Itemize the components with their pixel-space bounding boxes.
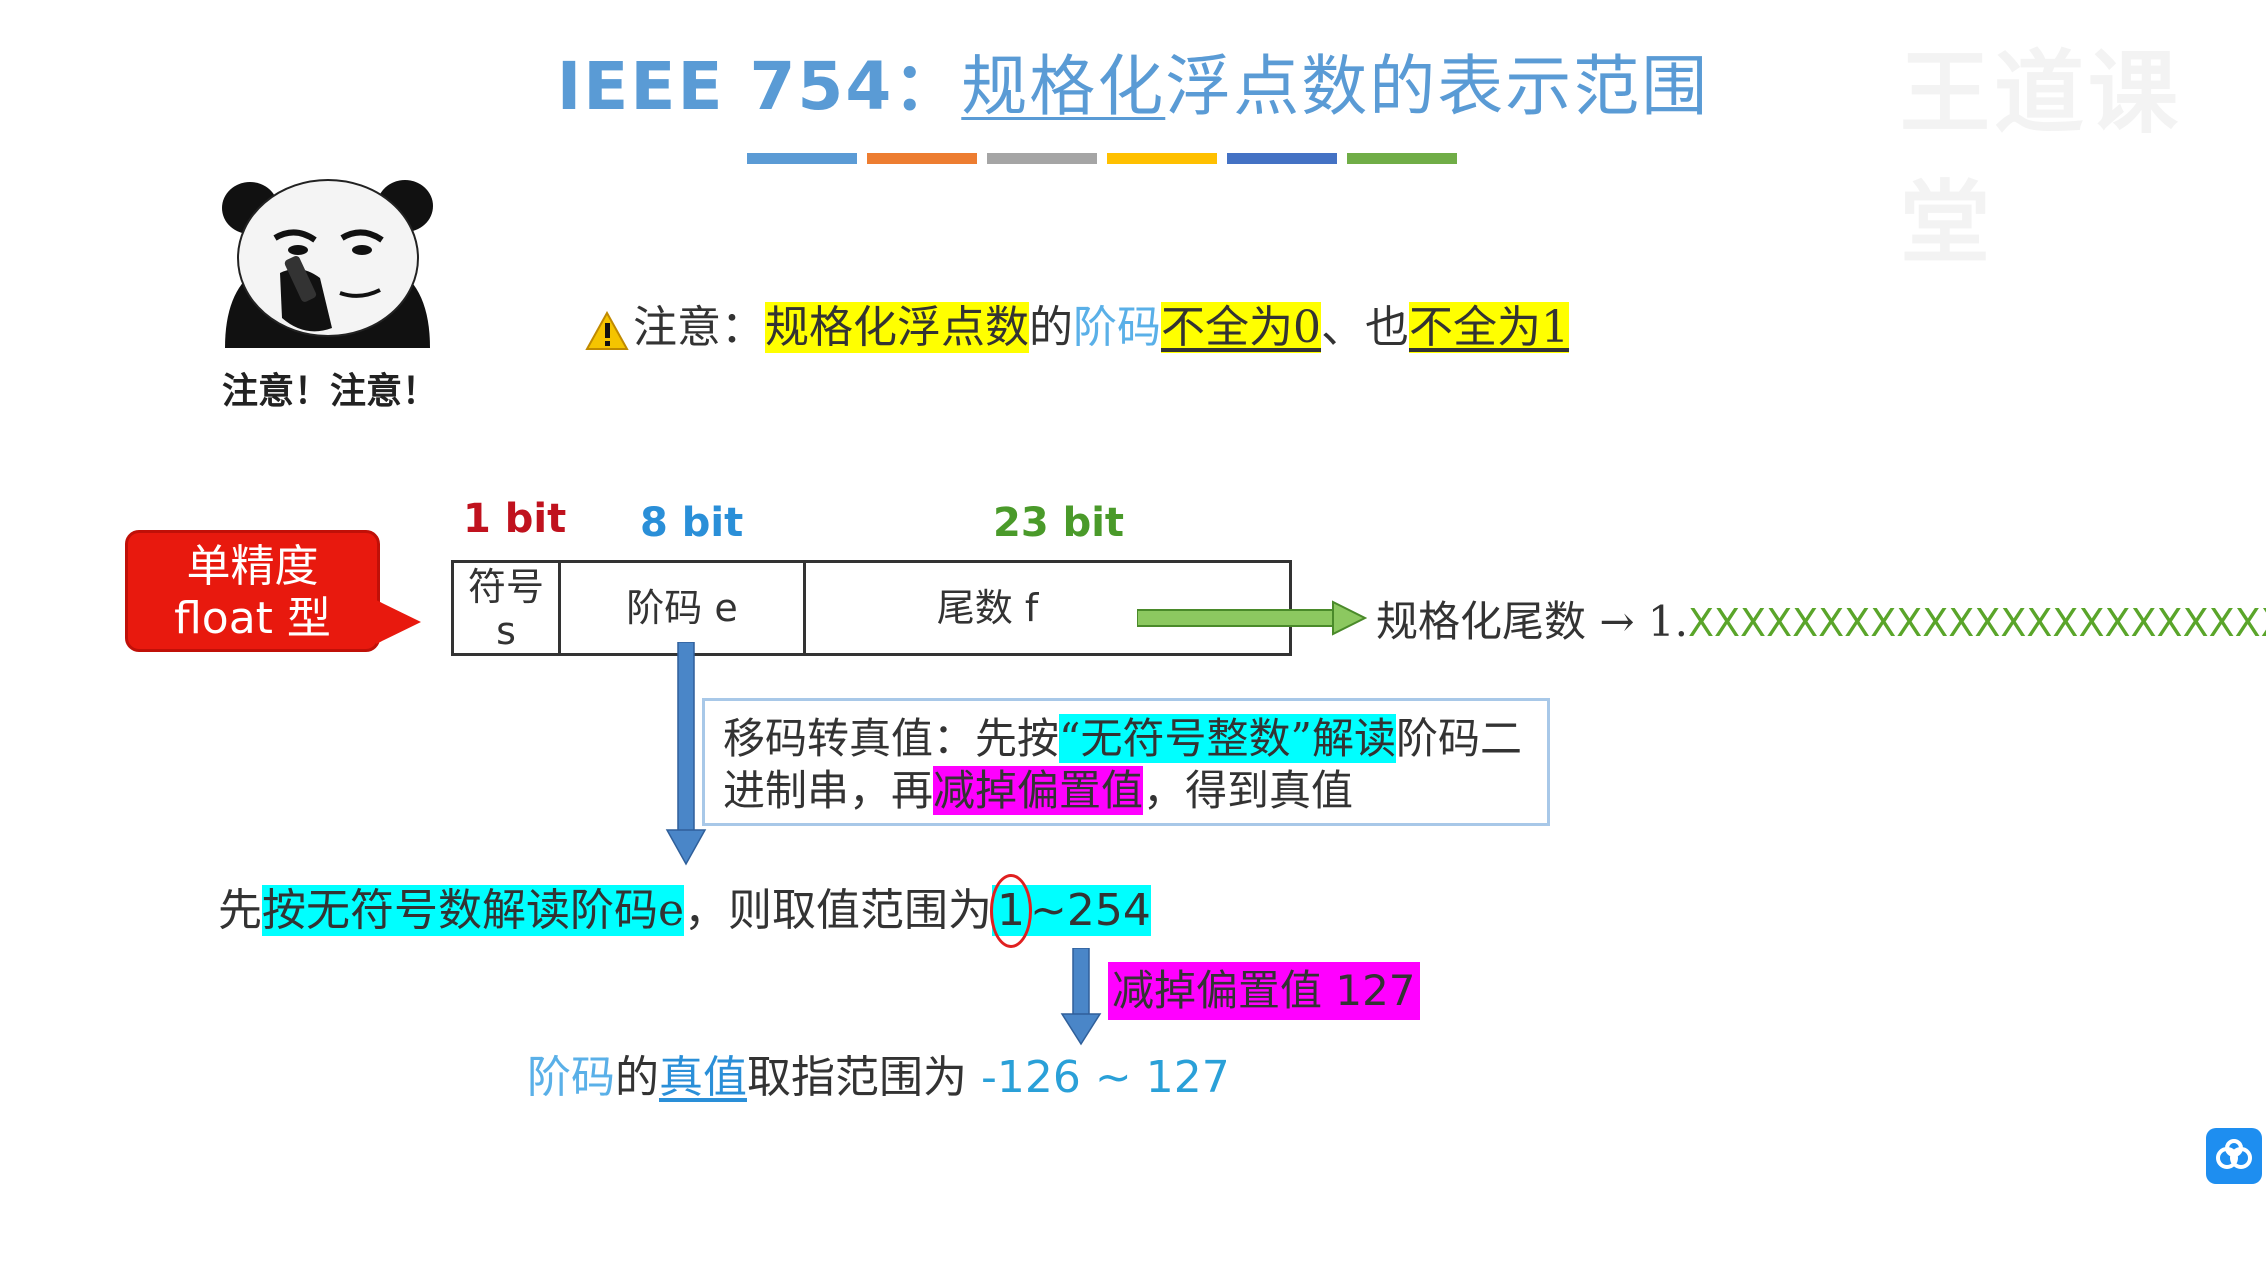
explain-hl2: 减掉偏置值 <box>933 766 1144 815</box>
exponent-field-label: 阶码 e <box>626 586 738 630</box>
true-range-zhenzhi: 真值 <box>659 1052 747 1103</box>
range-rest: ~254 <box>1030 885 1151 936</box>
explain-part3: ，得到真值 <box>1143 766 1354 815</box>
notice-subject: 规格化浮点数 <box>765 302 1029 353</box>
notice-sep: 、也 <box>1321 302 1409 353</box>
color-bar <box>1107 153 1217 164</box>
meme-caption: 注意！注意！ <box>221 371 438 412</box>
callout-pointer <box>376 600 421 644</box>
notice-de: 的 <box>1029 302 1073 353</box>
normalized-label: 规格化尾数 → 1. <box>1376 597 1688 646</box>
true-range-mid: 取指范围为 <box>747 1052 981 1103</box>
notice-prefix: 注意： <box>633 302 765 353</box>
subtract-text: 减掉偏置值 <box>1112 966 1323 1015</box>
normalized-xs: XXXXXXXXXXXXXXXXXXXXXXX <box>1687 601 2266 645</box>
sign-field: 符号 s <box>451 560 561 656</box>
explain-hl1: “无符号整数”解读 <box>1059 714 1396 763</box>
range-prefix: 先 <box>218 885 262 936</box>
sign-bit-count: 1 bit <box>463 496 567 542</box>
down-arrow-icon <box>665 642 707 866</box>
panda-meme-image <box>222 179 433 348</box>
explain-part1: 移码转真值：先按 <box>723 714 1060 763</box>
title-prefix: IEEE 754： <box>556 48 962 125</box>
warning-icon <box>585 310 629 350</box>
callout-line1: 单精度 <box>186 541 319 592</box>
true-range-exp: 阶码 <box>527 1052 615 1103</box>
true-range-num: -126 ~ 127 <box>981 1052 1230 1103</box>
color-bar <box>1227 153 1337 164</box>
title-rest: 浮点数的表示范围 <box>1165 48 1710 125</box>
subtract-num: 127 <box>1322 966 1416 1015</box>
color-bar <box>867 153 977 164</box>
down-arrow-icon <box>1060 948 1102 1046</box>
float-type-callout: 单精度 float 型 <box>125 530 380 652</box>
color-bar <box>747 153 857 164</box>
mantissa-field-label: 尾数 f <box>936 586 1039 630</box>
explain-part2: 阶码二进制串，再 <box>723 714 1522 815</box>
range-mid: ，则取值范围为 <box>684 885 993 936</box>
watermark: 王道课堂 <box>1900 41 2182 276</box>
title-color-bars <box>747 153 1457 164</box>
page-title: IEEE 754：规格化浮点数的表示范围 <box>0 42 2266 132</box>
green-arrow-icon <box>1137 600 1367 636</box>
normalized-mantissa: 规格化尾数 → 1.XXXXXXXXXXXXXXXXXXXXXXX <box>1376 588 2266 649</box>
notice-not-all-one: 不全为1 <box>1409 302 1569 353</box>
notice-not-all-zero: 不全为0 <box>1161 302 1321 353</box>
range-circled-one: 1 <box>990 874 1033 948</box>
true-range-line: 阶码的真值取指范围为 -126 ~ 127 <box>527 1048 1230 1108</box>
mantissa-field: 尾数 f <box>803 560 1292 656</box>
bias-explanation-box: 移码转真值：先按“无符号整数”解读阶码二进制串，再减掉偏置值，得到真值 <box>702 698 1550 826</box>
sign-field-symbol: s <box>496 609 516 653</box>
sign-field-label: 符号 <box>467 565 544 609</box>
notice-line: 注意：规格化浮点数的阶码不全为0、也不全为1 <box>585 295 1569 361</box>
title-underlined: 规格化 <box>961 48 1166 125</box>
color-bar <box>987 153 1097 164</box>
color-bar <box>1347 153 1457 164</box>
mant-bit-count: 23 bit <box>993 500 1125 546</box>
link-icon <box>2216 1139 2252 1169</box>
exp-bit-count: 8 bit <box>640 500 744 546</box>
range-highlight: 按无符号数解读阶码e <box>262 885 685 936</box>
notice-exp: 阶码 <box>1073 302 1161 353</box>
cloud-app-icon[interactable] <box>2206 1128 2262 1184</box>
subtract-bias-label: 减掉偏置值 127 <box>1108 962 1420 1020</box>
callout-line2: float 型 <box>174 593 331 644</box>
true-range-de: 的 <box>615 1052 659 1103</box>
